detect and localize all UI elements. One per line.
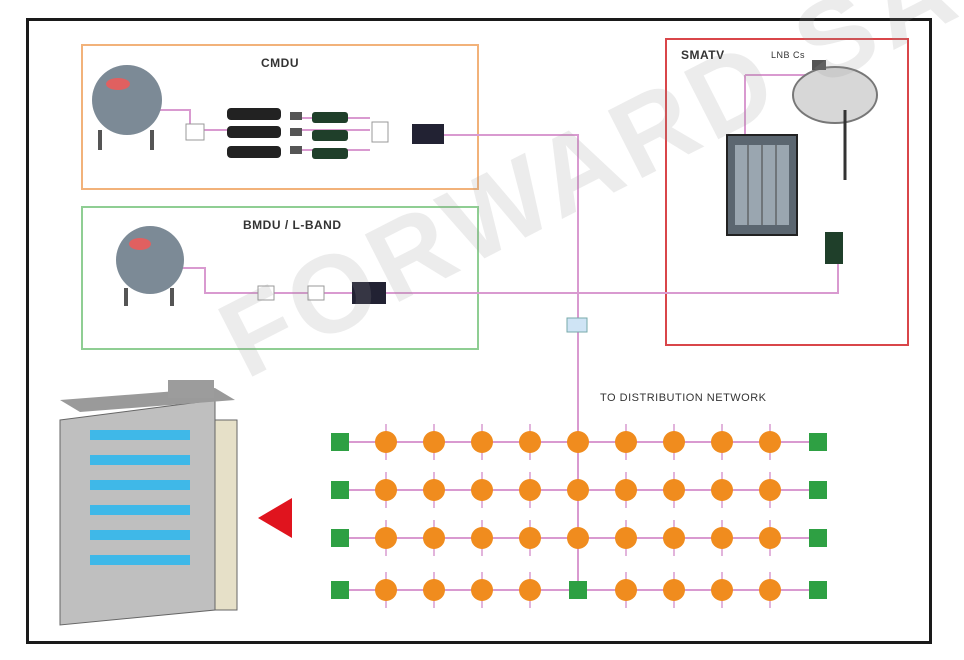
- tap-icon: [375, 431, 397, 453]
- tap-icon: [759, 579, 781, 601]
- distribution-amplifier-icon: [331, 433, 349, 451]
- tap-icon: [615, 431, 637, 453]
- tap-icon: [519, 579, 541, 601]
- smatv-equipment: [726, 60, 878, 264]
- tap-icon: [759, 479, 781, 501]
- tap-icon: [711, 479, 733, 501]
- tap-icon: [471, 579, 493, 601]
- bmdu-dish-icon: [116, 226, 184, 294]
- bmdu-title: BMDU / L-BAND: [243, 218, 342, 232]
- tap-icon: [375, 479, 397, 501]
- smatv-title: SMATV: [681, 48, 725, 62]
- combiner-icon: [371, 121, 389, 143]
- bmdu-equipment: [116, 226, 386, 306]
- tap-icon: [615, 579, 637, 601]
- tap-icon: [711, 431, 733, 453]
- bmdu-panel: BMDU / L-BAND: [81, 206, 479, 350]
- converter-icon: [307, 285, 325, 301]
- tap-icon: [567, 479, 589, 501]
- lnb-icon: [812, 60, 826, 70]
- distribution-amplifier-icon: [331, 581, 349, 599]
- tap-icon: [423, 479, 445, 501]
- tap-icon: [567, 527, 589, 549]
- smatv-dish-icon: [792, 66, 878, 124]
- cable-bmdu-trunk: [175, 267, 578, 294]
- amplifier-icon: [352, 282, 386, 304]
- tap-icon: [663, 527, 685, 549]
- tap-icon: [759, 527, 781, 549]
- modulator-icon: [312, 112, 348, 123]
- distribution-caption: TO DISTRIBUTION NETWORK: [600, 392, 767, 404]
- trunk-splitter-icon: [566, 317, 588, 333]
- tap-icon: [375, 579, 397, 601]
- tap-icon: [375, 527, 397, 549]
- smatv-panel: SMATV LNB Cs: [665, 38, 909, 346]
- tap-icon: [615, 479, 637, 501]
- building-icon: [59, 380, 238, 626]
- tap-icon: [663, 579, 685, 601]
- cmdu-dish-icon: [92, 65, 162, 135]
- cable-smatv-link: [578, 260, 839, 294]
- distribution-amplifier-icon: [809, 529, 827, 547]
- modulator-icon: [312, 148, 348, 159]
- tap-icon: [711, 579, 733, 601]
- distribution-amplifier-icon: [809, 481, 827, 499]
- distribution-grid: [331, 424, 827, 608]
- tap-icon: [423, 579, 445, 601]
- receiver-icon: [227, 126, 281, 138]
- tap-icon: [759, 431, 781, 453]
- receiver-icon: [227, 108, 281, 120]
- tap-icon: [519, 527, 541, 549]
- cable-cmdu-dish: [150, 109, 230, 131]
- cmdu-title: CMDU: [261, 56, 299, 70]
- cmdu-panel: CMDU: [81, 44, 479, 190]
- tap-icon: [471, 431, 493, 453]
- tap-icon: [471, 527, 493, 549]
- tap-icon: [663, 431, 685, 453]
- tap-icon: [423, 527, 445, 549]
- modulator-icon: [312, 130, 348, 141]
- distribution-amplifier-icon: [331, 529, 349, 547]
- dish-logo-icon: [106, 78, 130, 90]
- distribution-amplifier-icon: [331, 481, 349, 499]
- smatv-amplifier-icon: [825, 232, 843, 264]
- tap-icon: [663, 479, 685, 501]
- splitter-icon: [257, 285, 275, 301]
- splitter-icon: [185, 123, 205, 141]
- cmdu-equipment: [92, 65, 444, 159]
- lnb-label: LNB Cs: [771, 50, 806, 60]
- tap-icon: [567, 431, 589, 453]
- distribution-amplifier-icon: [569, 581, 587, 599]
- tap-icon: [519, 479, 541, 501]
- distribution-amplifier-icon: [809, 433, 827, 451]
- receiver-icon: [227, 146, 281, 158]
- distribution-amplifier-icon: [809, 581, 827, 599]
- tap-icon: [711, 527, 733, 549]
- tap-icon: [423, 431, 445, 453]
- tap-icon: [519, 431, 541, 453]
- amplifier-icon: [412, 124, 444, 144]
- tap-icon: [615, 527, 637, 549]
- red-arrow-icon: [258, 498, 292, 538]
- tap-icon: [471, 479, 493, 501]
- dish-logo-icon: [129, 238, 151, 250]
